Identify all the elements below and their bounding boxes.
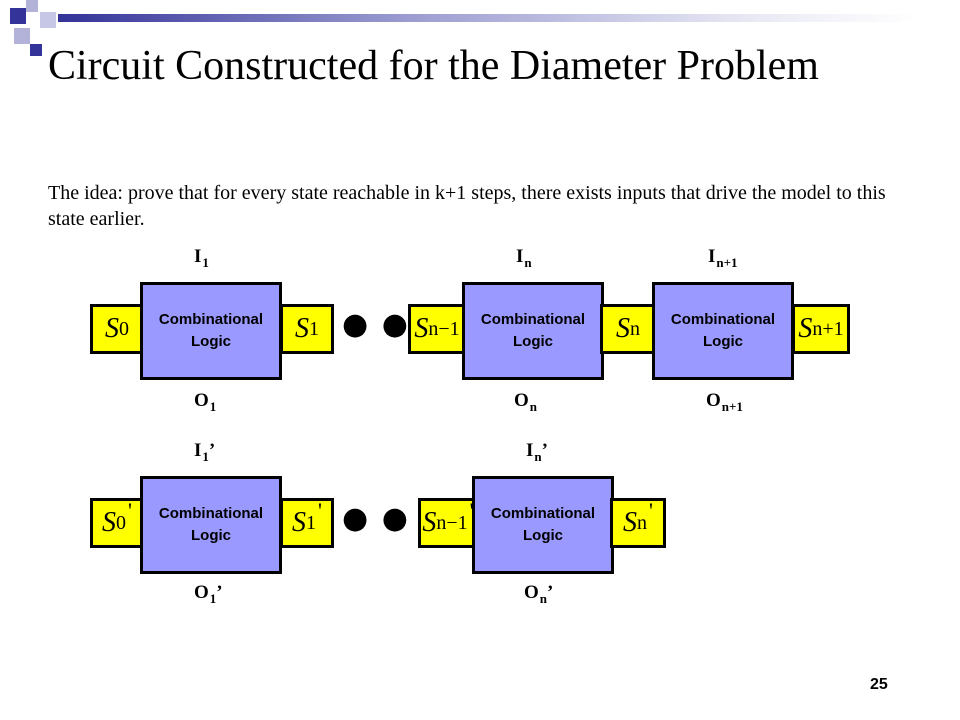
output-label-on-plus-1: On+1	[706, 390, 743, 414]
state-sn-minus-1-prime: Sn−1'	[418, 498, 478, 548]
decor-square-navy	[10, 8, 26, 24]
slide-title: Circuit Constructed for the Diameter Pro…	[48, 43, 819, 89]
input-label-i1-prime: I1’	[194, 440, 216, 464]
decor-square-light	[26, 0, 38, 12]
decor-square-light	[40, 12, 56, 28]
output-label-o1-prime: O1’	[194, 582, 223, 606]
decor-square-light	[14, 28, 30, 44]
decor-square-navy	[30, 44, 42, 56]
input-label-in: In	[516, 246, 532, 270]
output-label-on-prime: On’	[524, 582, 554, 606]
decor-gradient-bar	[58, 14, 918, 22]
idea-text: The idea: prove that for every state rea…	[48, 182, 886, 230]
page-number: 25	[870, 676, 888, 693]
output-label-o1: O1	[194, 390, 217, 414]
input-label-in-plus-1: In+1	[708, 246, 738, 270]
output-label-on: On	[514, 390, 538, 414]
input-label-i1: I1	[194, 246, 209, 270]
input-label-in-prime: In’	[526, 440, 548, 464]
